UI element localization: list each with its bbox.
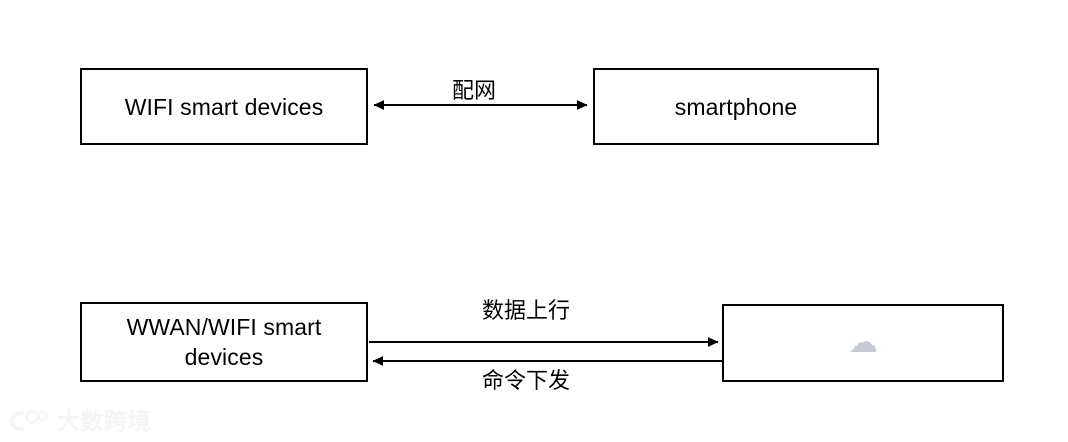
edge-label-data-uplink: 数据上行 bbox=[481, 298, 570, 323]
edge-label-peiwang: 配网 bbox=[451, 78, 496, 103]
node-label-wifi-smart-devices: WIFI smart devices bbox=[124, 93, 324, 120]
watermark-text: 大数跨境 bbox=[57, 408, 151, 434]
node-cloud[interactable]: ☁ bbox=[722, 304, 1004, 382]
node-label-wwan-wifi-smart-devices: WWAN/WIFI smart devices bbox=[126, 314, 322, 370]
edge-label-command-downlink: 命令下发 bbox=[481, 368, 570, 393]
node-wwan-wifi-smart-devices[interactable]: WWAN/WIFI smart devices bbox=[80, 302, 368, 382]
node-wifi-smart-devices[interactable]: WIFI smart devices bbox=[80, 68, 368, 145]
watermark: 大数跨境 bbox=[8, 404, 178, 438]
cloud-icon: ☁ bbox=[848, 326, 878, 359]
node-label-smartphone: smartphone bbox=[674, 93, 798, 120]
logo-icon bbox=[10, 410, 49, 431]
node-smartphone[interactable]: smartphone bbox=[593, 68, 879, 145]
